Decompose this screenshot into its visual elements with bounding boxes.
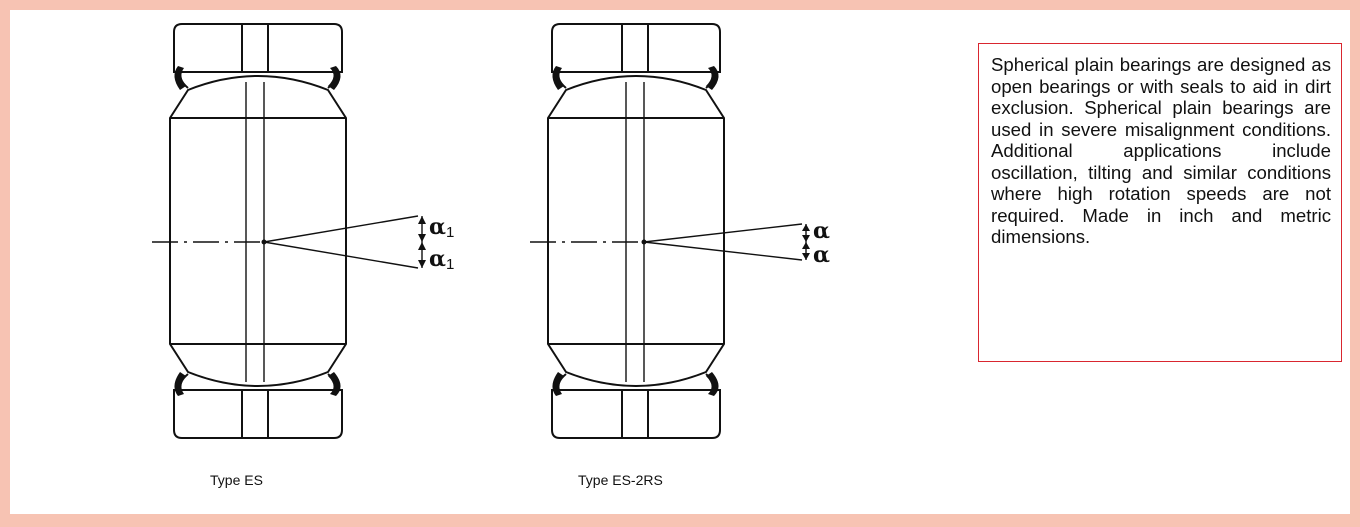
content-panel: α1 α1 Type ES (10, 10, 1350, 514)
outer-ring-bottom (173, 389, 343, 439)
angle-label-top: α (813, 218, 830, 244)
figure-caption-type-es-2rs: Type ES-2RS (578, 472, 663, 488)
figure-caption-type-es: Type ES (210, 472, 263, 488)
angle-label-bottom: α (813, 242, 830, 268)
angle-label-bottom: α1 (429, 246, 455, 273)
bearing-figure-type-es-2rs: α α Type ES-2RS (490, 10, 890, 514)
description-text: Spherical plain bearings are designed as… (991, 54, 1331, 247)
bearing-drawing-es (152, 23, 426, 439)
outer-ring-top (173, 23, 343, 73)
angle-label-top: α1 (429, 214, 455, 241)
bearing-figure-type-es: α1 α1 Type ES (10, 10, 490, 514)
outer-ring-bottom (551, 389, 721, 439)
inner-ring-body (547, 75, 725, 387)
inner-ring-body (169, 75, 347, 387)
outer-ring-top (551, 23, 721, 73)
description-box: Spherical plain bearings are designed as… (978, 43, 1342, 362)
bearing-drawing-es-2rs (530, 23, 810, 439)
